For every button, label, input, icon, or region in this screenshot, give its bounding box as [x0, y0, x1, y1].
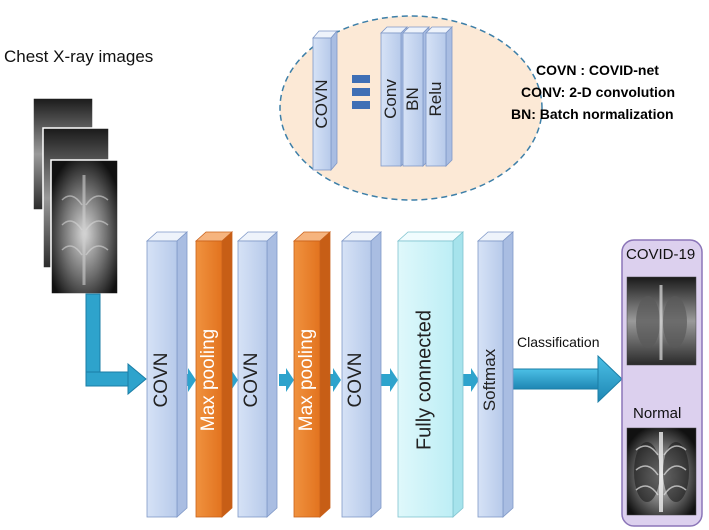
layer-maxpool-2-label: Max pooling	[296, 328, 317, 432]
zoom-conv-label: Conv	[381, 79, 400, 119]
legend-line-3: BN: Batch normalization	[511, 106, 674, 122]
zoom-relu-block	[425, 26, 453, 167]
layer-maxpool-1	[194, 231, 234, 518]
layer-maxpool-1-label: Max pooling	[198, 328, 219, 432]
ellipsis-icon	[352, 75, 370, 109]
output-normal-label: Normal	[633, 405, 682, 422]
layer-covn-3-label: COVN	[345, 352, 366, 408]
zoom-covn-block	[312, 29, 338, 172]
legend-line-1: COVN : COVID-net	[536, 62, 659, 78]
connector-arrow-3	[279, 368, 294, 392]
connector-arrow-6	[462, 368, 479, 392]
input-title: Chest X-ray images	[4, 47, 154, 66]
xray-stack	[32, 97, 119, 295]
legend-line-2: CONV: 2-D convolution	[521, 84, 675, 100]
connector-arrow-5	[381, 368, 398, 392]
output-covid-label: COVID-19	[626, 246, 696, 263]
layer-covn-1-label: COVN	[151, 352, 172, 408]
layer-covn-3	[340, 231, 383, 518]
covid-xray-image	[626, 276, 697, 366]
normal-xray-image	[626, 427, 697, 516]
input-arrow	[85, 293, 147, 396]
layer-softmax	[476, 231, 515, 518]
layer-softmax-label: Softmax	[480, 348, 499, 412]
layer-covn-2-label: COVN	[241, 352, 262, 408]
layer-fully-connected-label: Fully connected	[413, 309, 436, 451]
layer-covn-2	[236, 231, 279, 518]
classification-arrow	[511, 354, 623, 404]
zoom-relu-label: Relu	[426, 81, 445, 117]
layer-maxpool-2	[292, 231, 332, 518]
layer-fully-connected	[396, 231, 465, 518]
zoom-covn-label: COVN	[312, 79, 331, 129]
layer-covn-1	[145, 231, 189, 518]
zoom-bn-label: BN	[403, 87, 422, 111]
classification-label: Classification	[517, 334, 600, 350]
